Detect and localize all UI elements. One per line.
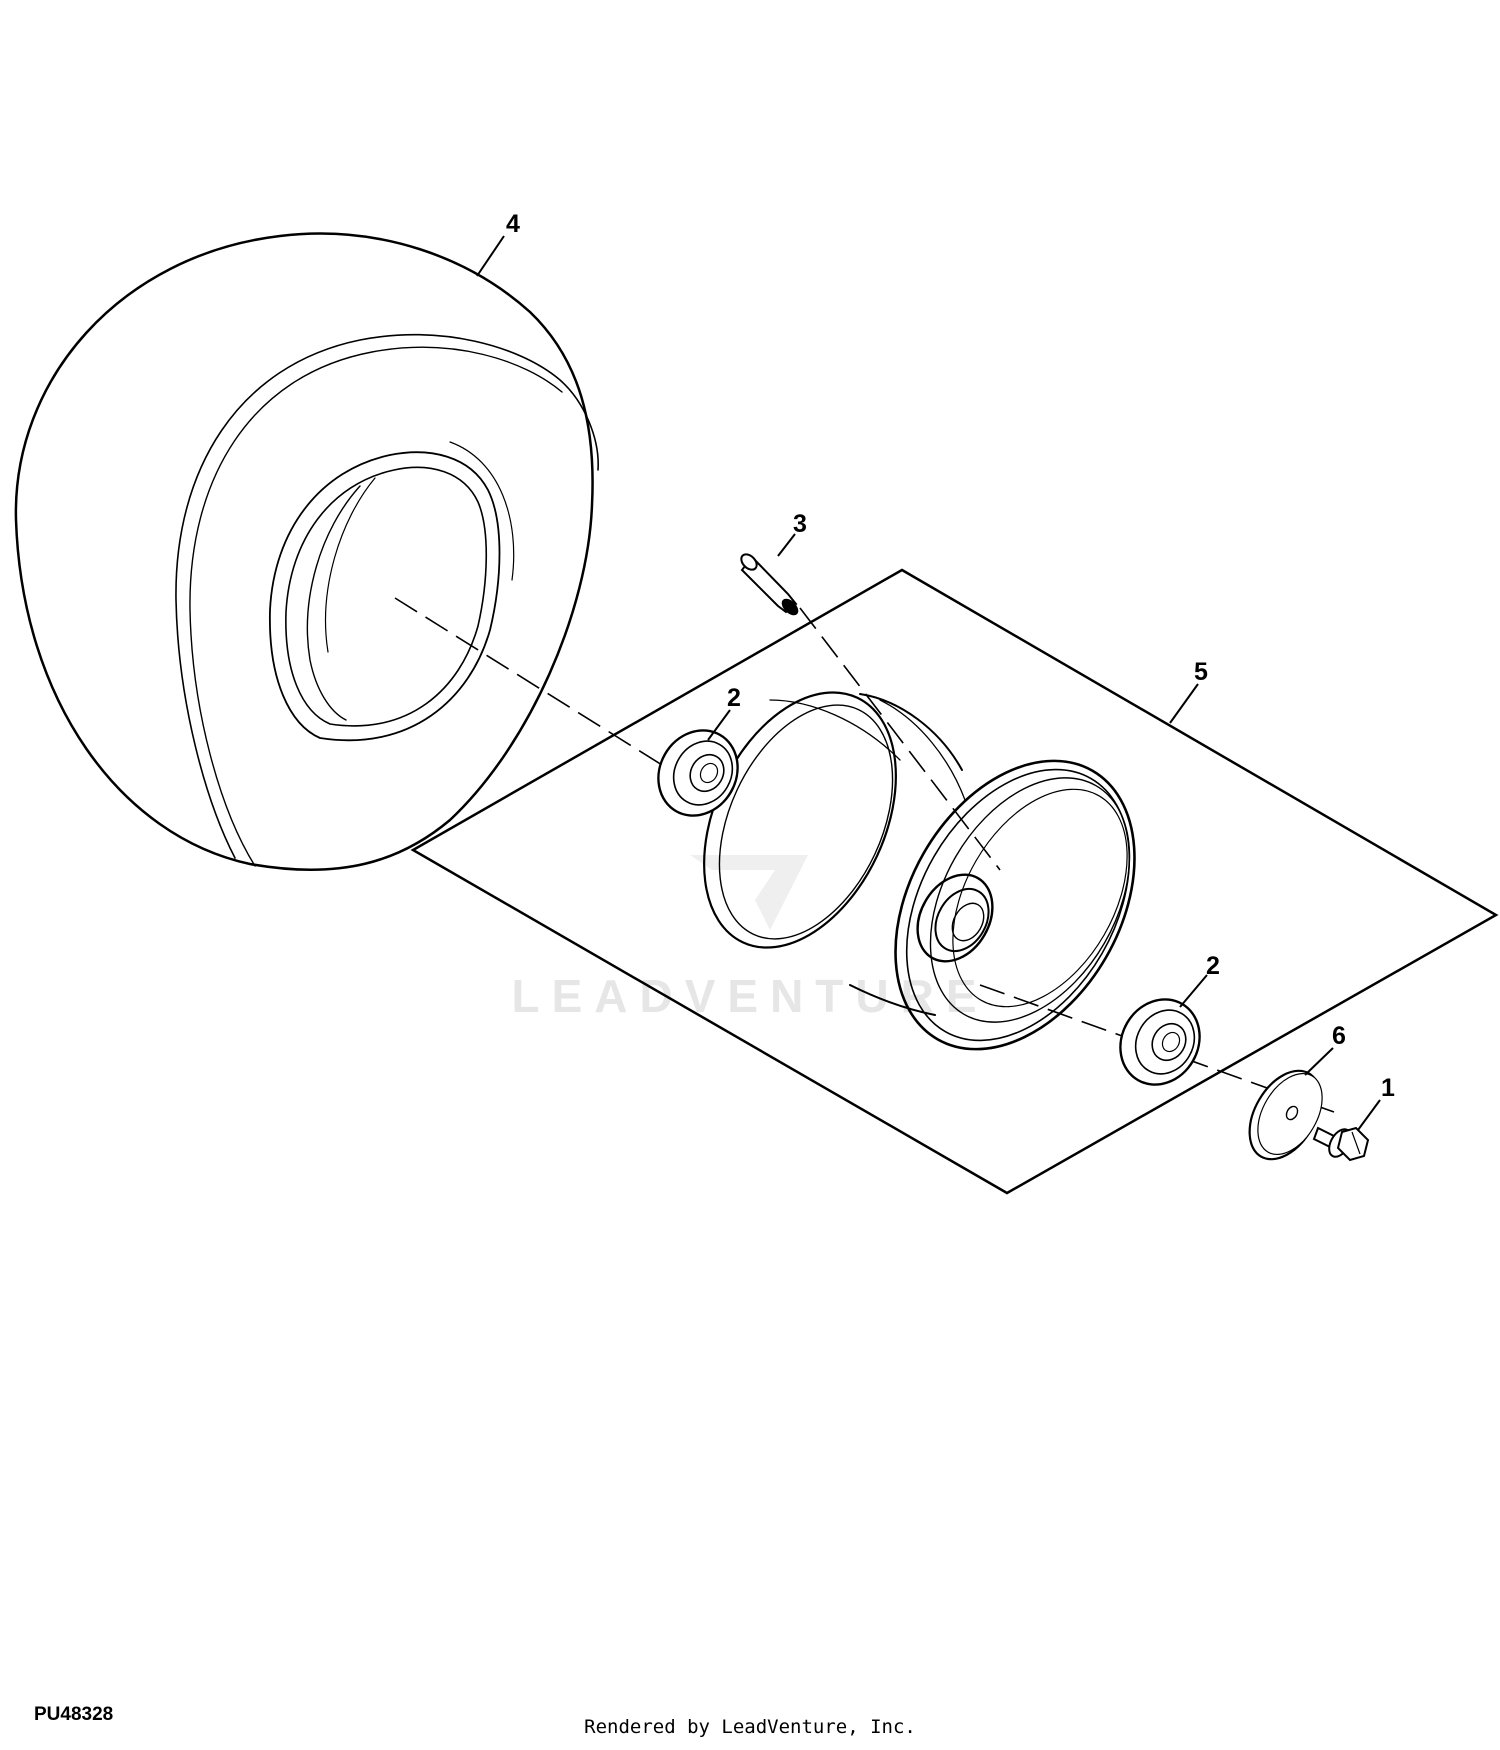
wheel-hub-outer (916, 873, 994, 963)
callout-washer: 6 (1332, 1022, 1346, 1050)
tire-bead-outer (269, 451, 501, 742)
wheel-front-flange-inner (929, 777, 1131, 1023)
bolt-head-facet (1351, 1131, 1361, 1155)
leader-bearing-left (707, 709, 731, 741)
callout-bearing-right: 2 (1206, 952, 1220, 980)
tire-bead-inner (285, 466, 488, 727)
bolt[interactable] (1312, 1126, 1370, 1162)
leader-bolt (1357, 1099, 1381, 1131)
callout-wheel-assembly: 5 (1194, 658, 1208, 686)
wheel-rim[interactable] (666, 662, 1184, 1092)
wheel-front-flange-inner-2 (952, 788, 1128, 1008)
leader-bearing-right (1179, 974, 1208, 1008)
bearing-right[interactable] (1105, 985, 1215, 1099)
axle-centerline (394, 597, 719, 801)
wheel-barrel-line (879, 699, 966, 801)
valve-stem-base (781, 598, 799, 616)
wheel-back-flange-inner (718, 704, 894, 940)
wheel-barrel-bottom (849, 984, 936, 1016)
wheel-hub-bore (951, 902, 985, 942)
leader-washer (1304, 1047, 1334, 1076)
callout-bearing-left: 2 (727, 684, 741, 712)
wheel-barrel-top (859, 693, 963, 771)
bearing-left-bore (699, 762, 719, 784)
bearing-left[interactable] (643, 716, 753, 830)
watermark-text: LEADVENTURE (511, 970, 988, 1022)
tire-tread-line (175, 333, 599, 859)
wheel-front-flange (894, 759, 1136, 1051)
callout-bolt: 1 (1381, 1074, 1395, 1102)
washer[interactable] (1235, 1058, 1335, 1171)
footer-credit: Rendered by LeadVenture, Inc. (584, 1716, 916, 1738)
figure-id: PU48328 (34, 1704, 114, 1725)
valve-stem[interactable] (738, 551, 800, 617)
tire-inner-sidewall-2 (325, 477, 376, 653)
wheel-front-flange-lip (905, 768, 1131, 1042)
tire-inner-sidewall (306, 485, 361, 721)
tire-outer-outline (14, 232, 594, 871)
watermark: LEADVENTURE (511, 855, 988, 1022)
callout-tire: 4 (506, 210, 520, 238)
leader-tire (476, 235, 505, 277)
leader-valve-stem (777, 533, 796, 557)
bolt-head (1336, 1126, 1370, 1162)
leader-wheel-assembly (1169, 683, 1199, 724)
wheel-barrel-line-2 (769, 699, 901, 761)
wheel-back-flange (703, 691, 897, 949)
valve-stem-centerline (799, 607, 1001, 871)
callouts: 4 3 5 2 2 6 1 (506, 210, 1395, 1102)
tire-sidewall-arc (449, 441, 515, 581)
callout-valve-stem: 3 (793, 510, 807, 538)
valve-stem-body (740, 555, 798, 614)
tire[interactable] (14, 232, 599, 871)
tire-tread-line-inner (189, 346, 563, 867)
bearing-right-bore (1161, 1031, 1181, 1053)
wheel-assembly-boundary (410, 568, 1499, 1195)
washer-hole (1285, 1105, 1299, 1121)
leader-lines (476, 235, 1381, 1131)
valve-stem-cap (740, 553, 758, 571)
watermark-logo-icon (690, 855, 808, 930)
wheel-hub-inner (934, 888, 990, 952)
